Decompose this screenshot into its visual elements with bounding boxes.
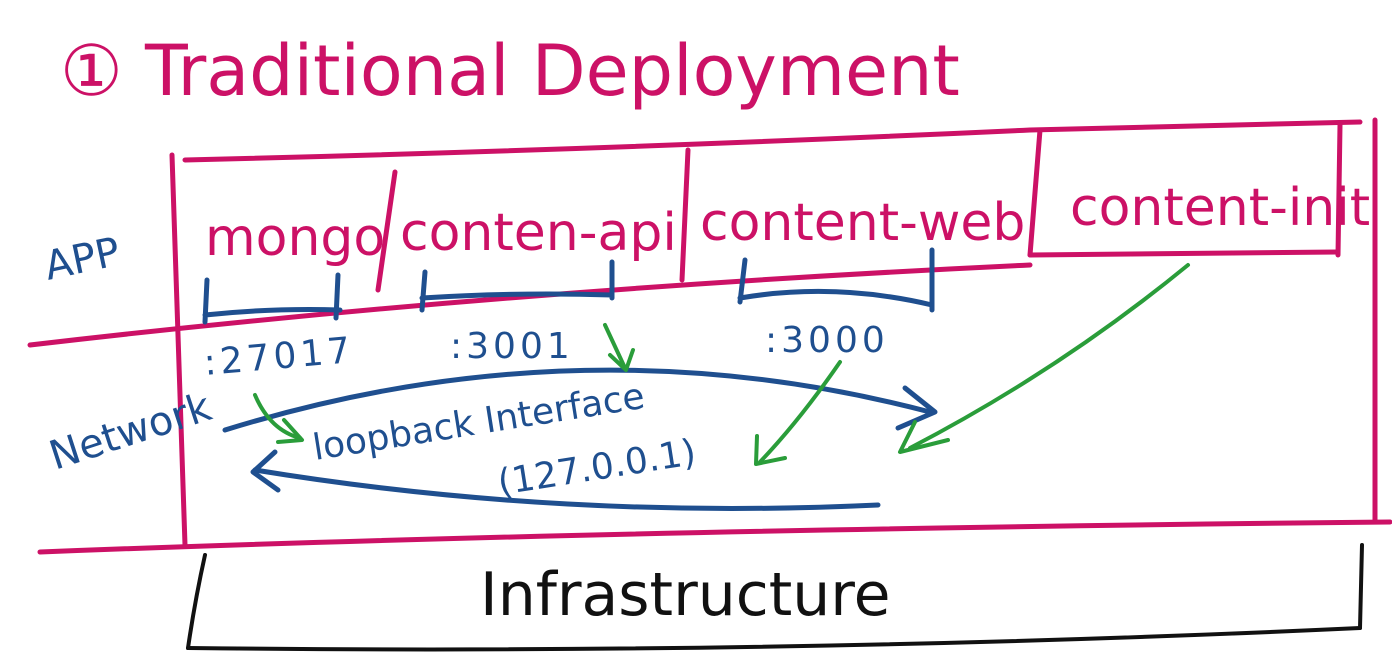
init-right-border [1335,122,1343,258]
loopback-arrow-upper-head [895,385,938,431]
layer-grid [27,117,1392,555]
left-vertical-border [169,152,188,548]
arrow-mongo-to-loopback-head [276,418,304,444]
app-network-divider [27,262,1033,348]
app-top-border [182,119,1363,163]
arrow-web-to-loopback [758,360,842,464]
app-name-content-init: content-init [1070,178,1370,238]
divider-web-init [1027,127,1043,258]
port-brackets [202,247,935,325]
arrow-api-to-loopback [603,323,627,370]
infrastructure-label: Infrastructure [480,560,891,630]
arrow-api-to-loopback-head [608,348,635,372]
diagram-title: ① Traditional Deployment [60,30,960,112]
loopback-interface-ip: (127.0.0.1) [495,432,699,504]
arrow-init-to-loopback-head [898,420,950,454]
divider-mongo-api [375,169,398,293]
connection-arrows [253,263,1190,466]
port-bracket-content-web [737,247,935,313]
divider-api-web [679,147,691,283]
arrow-web-to-loopback-head [754,434,787,466]
arrow-mongo-to-loopback [253,393,302,440]
init-bottom-border [1027,249,1341,258]
network-infra-divider [37,519,1392,555]
port-bracket-content-api [419,259,615,313]
loopback-arrows [222,367,938,511]
port-label-content-api: :3001 [450,326,574,367]
port-bracket-mongo [202,272,343,325]
port-label-mongo: :27017 [202,330,356,384]
port-label-content-web: :3000 [765,320,889,361]
app-layer-label: APP [41,229,125,290]
app-name-content-web: content-web [700,193,1025,253]
loopback-arrow-upper [222,367,933,433]
arrow-init-to-loopback [908,263,1190,450]
app-name-mongo: mongo [205,208,385,268]
infrastructure-box [186,543,1364,652]
loopback-arrow-lower [252,467,881,511]
loopback-arrow-lower-head [250,449,281,493]
app-name-content-api: conten-api [400,203,677,263]
network-layer-label: Network [44,384,218,480]
